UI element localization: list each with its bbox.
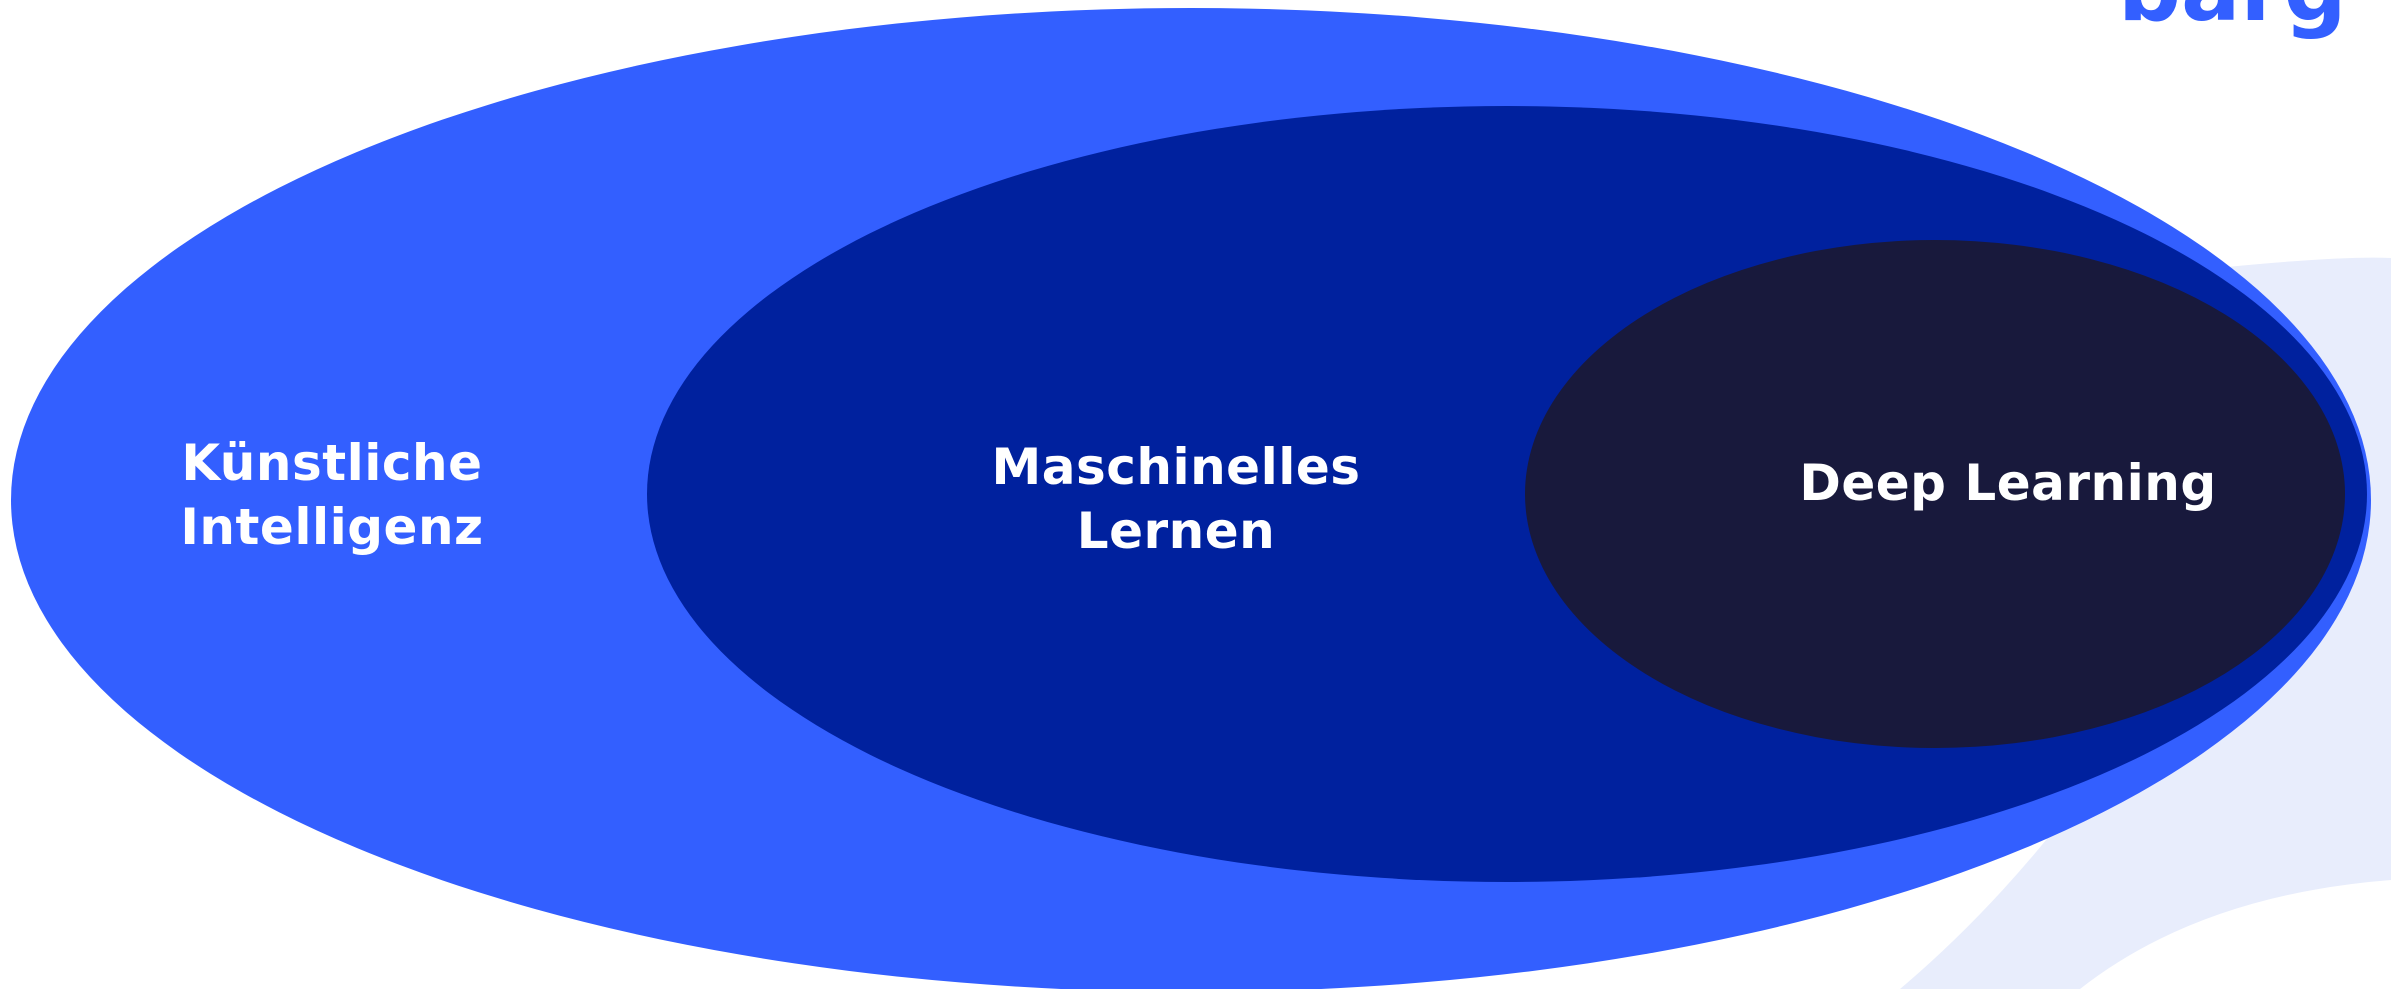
inner-ellipse-label: Deep Learning	[1799, 454, 2216, 512]
inner-ellipse-dl	[1525, 240, 2345, 748]
outer-ellipse-label-line2: Intelligenz	[180, 498, 483, 556]
brand-logo-text: barg	[2118, 0, 2347, 41]
middle-ellipse-label-line1: Maschinelles	[991, 438, 1360, 496]
outer-ellipse-label-line1: Künstliche	[181, 434, 482, 492]
middle-ellipse-label-line2: Lernen	[1077, 502, 1276, 560]
